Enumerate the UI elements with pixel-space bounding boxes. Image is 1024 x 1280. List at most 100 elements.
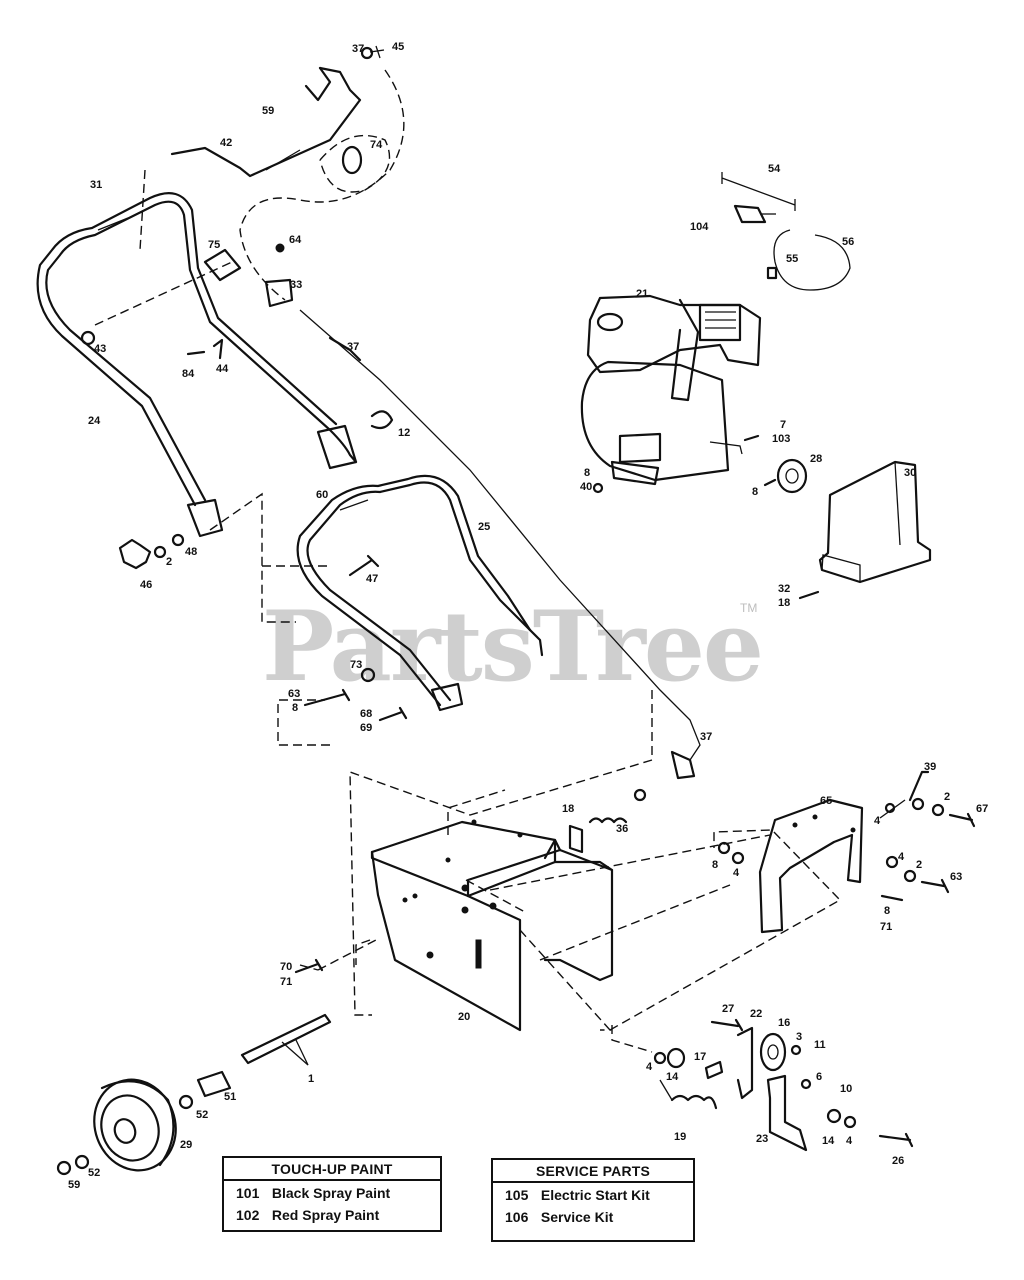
lower-handle	[296, 474, 544, 712]
callout: 17	[694, 1051, 706, 1063]
idler-assembly	[653, 1018, 914, 1152]
callout: 47	[366, 573, 378, 585]
callout: 14	[822, 1135, 835, 1147]
callout: 37	[700, 731, 712, 743]
upper-handle	[36, 192, 358, 538]
touch-up-paint-box: TOUCH-UP PAINT 101 Black Spray Paint 102…	[222, 1156, 442, 1232]
callout: 4	[898, 851, 905, 863]
callout: 8	[584, 467, 590, 479]
callout: 4	[646, 1061, 653, 1073]
callout: 103	[772, 433, 790, 445]
callout: 8	[712, 859, 718, 871]
callout: 33	[290, 279, 302, 291]
callout: 31	[90, 179, 102, 191]
callout: 4	[846, 1135, 853, 1147]
callout: 4	[874, 815, 881, 827]
item-number: 105	[505, 1187, 529, 1203]
part-74-grip	[341, 145, 363, 175]
callout: 28	[810, 453, 822, 465]
callout: 40	[580, 481, 592, 493]
callout: 7	[780, 419, 786, 431]
cable-route-upper	[239, 69, 405, 301]
callout: 75	[208, 239, 220, 251]
callout: 67	[976, 803, 988, 815]
part-33-bracket	[264, 278, 294, 308]
callout: 22	[750, 1008, 762, 1020]
touch-up-paint-title: TOUCH-UP PAINT	[224, 1158, 440, 1181]
part-30-belt-guard	[818, 460, 932, 584]
callout: 73	[350, 659, 362, 671]
callout: 2	[944, 791, 950, 803]
callout: 8	[884, 905, 890, 917]
callout: 20	[458, 1011, 470, 1023]
part-65-bracket	[758, 798, 864, 934]
callout: 1	[308, 1073, 314, 1085]
list-item: 101 Black Spray Paint	[224, 1181, 440, 1203]
callout: 59	[68, 1179, 80, 1191]
callout: 18	[562, 803, 574, 815]
callout: 55	[786, 253, 798, 265]
callout: 25	[478, 521, 490, 533]
part-1-axle	[240, 1013, 332, 1065]
callout: 8	[292, 702, 298, 714]
part-75-sleeve	[203, 248, 242, 282]
item-label: Electric Start Kit	[540, 1187, 650, 1203]
callout: 71	[280, 976, 292, 988]
callout: 24	[88, 415, 101, 427]
callout: 32	[778, 583, 790, 595]
callout: 63	[950, 871, 962, 883]
item-number: 101	[236, 1185, 260, 1201]
part-19-spring	[670, 1094, 718, 1110]
callout: 74	[370, 139, 383, 151]
list-item: 102 Red Spray Paint	[224, 1203, 440, 1225]
callout: 2	[166, 556, 172, 568]
callout: 71	[880, 921, 892, 933]
part-51-bushing	[196, 1070, 232, 1098]
callout: 63	[288, 688, 300, 700]
callout: 70	[280, 961, 292, 973]
service-parts-title: SERVICE PARTS	[493, 1160, 693, 1183]
item-label: Service Kit	[540, 1209, 614, 1225]
callout: 3	[796, 1031, 802, 1043]
callout: 64	[289, 234, 302, 246]
callout: 52	[196, 1109, 208, 1121]
callout: 46	[140, 579, 152, 591]
callout: 52	[88, 1167, 100, 1179]
callout: 16	[778, 1017, 790, 1029]
control-rod	[170, 45, 385, 178]
callout: 69	[360, 722, 372, 734]
callout: 2	[916, 859, 922, 871]
callout: 43	[94, 343, 106, 355]
callout: 37	[352, 43, 364, 55]
callout: 6	[816, 1071, 822, 1083]
service-parts-box: SERVICE PARTS 105 Electric Start Kit 106…	[491, 1158, 695, 1242]
callout: 54	[768, 163, 781, 175]
callout: 23	[756, 1133, 768, 1145]
part-29-wheel	[93, 1078, 177, 1172]
callout-labels: 37 45 59 42 74 31 75 64 33 37 43 84 44 1…	[68, 41, 988, 1191]
callout: 29	[180, 1139, 192, 1151]
callout: 8	[752, 486, 758, 498]
item-number: 106	[505, 1209, 529, 1225]
callout: 18	[778, 597, 790, 609]
item-number: 102	[236, 1207, 260, 1223]
callout: 59	[262, 105, 274, 117]
item-label: Black Spray Paint	[271, 1185, 391, 1201]
part-20-frame	[370, 819, 614, 1032]
part-46-knob	[118, 533, 185, 570]
callout: 39	[924, 761, 936, 773]
control-cable	[299, 309, 701, 761]
callout: 19	[674, 1131, 686, 1143]
engine	[580, 294, 762, 486]
callout: 44	[216, 363, 229, 375]
callout: 27	[722, 1003, 734, 1015]
callout: 37	[347, 341, 359, 353]
callout: 21	[636, 288, 648, 300]
callout: 26	[892, 1155, 904, 1167]
callout: 68	[360, 708, 372, 720]
callout: 42	[220, 137, 232, 149]
callout: 30	[904, 467, 916, 479]
list-item: 106 Service Kit	[493, 1205, 693, 1227]
